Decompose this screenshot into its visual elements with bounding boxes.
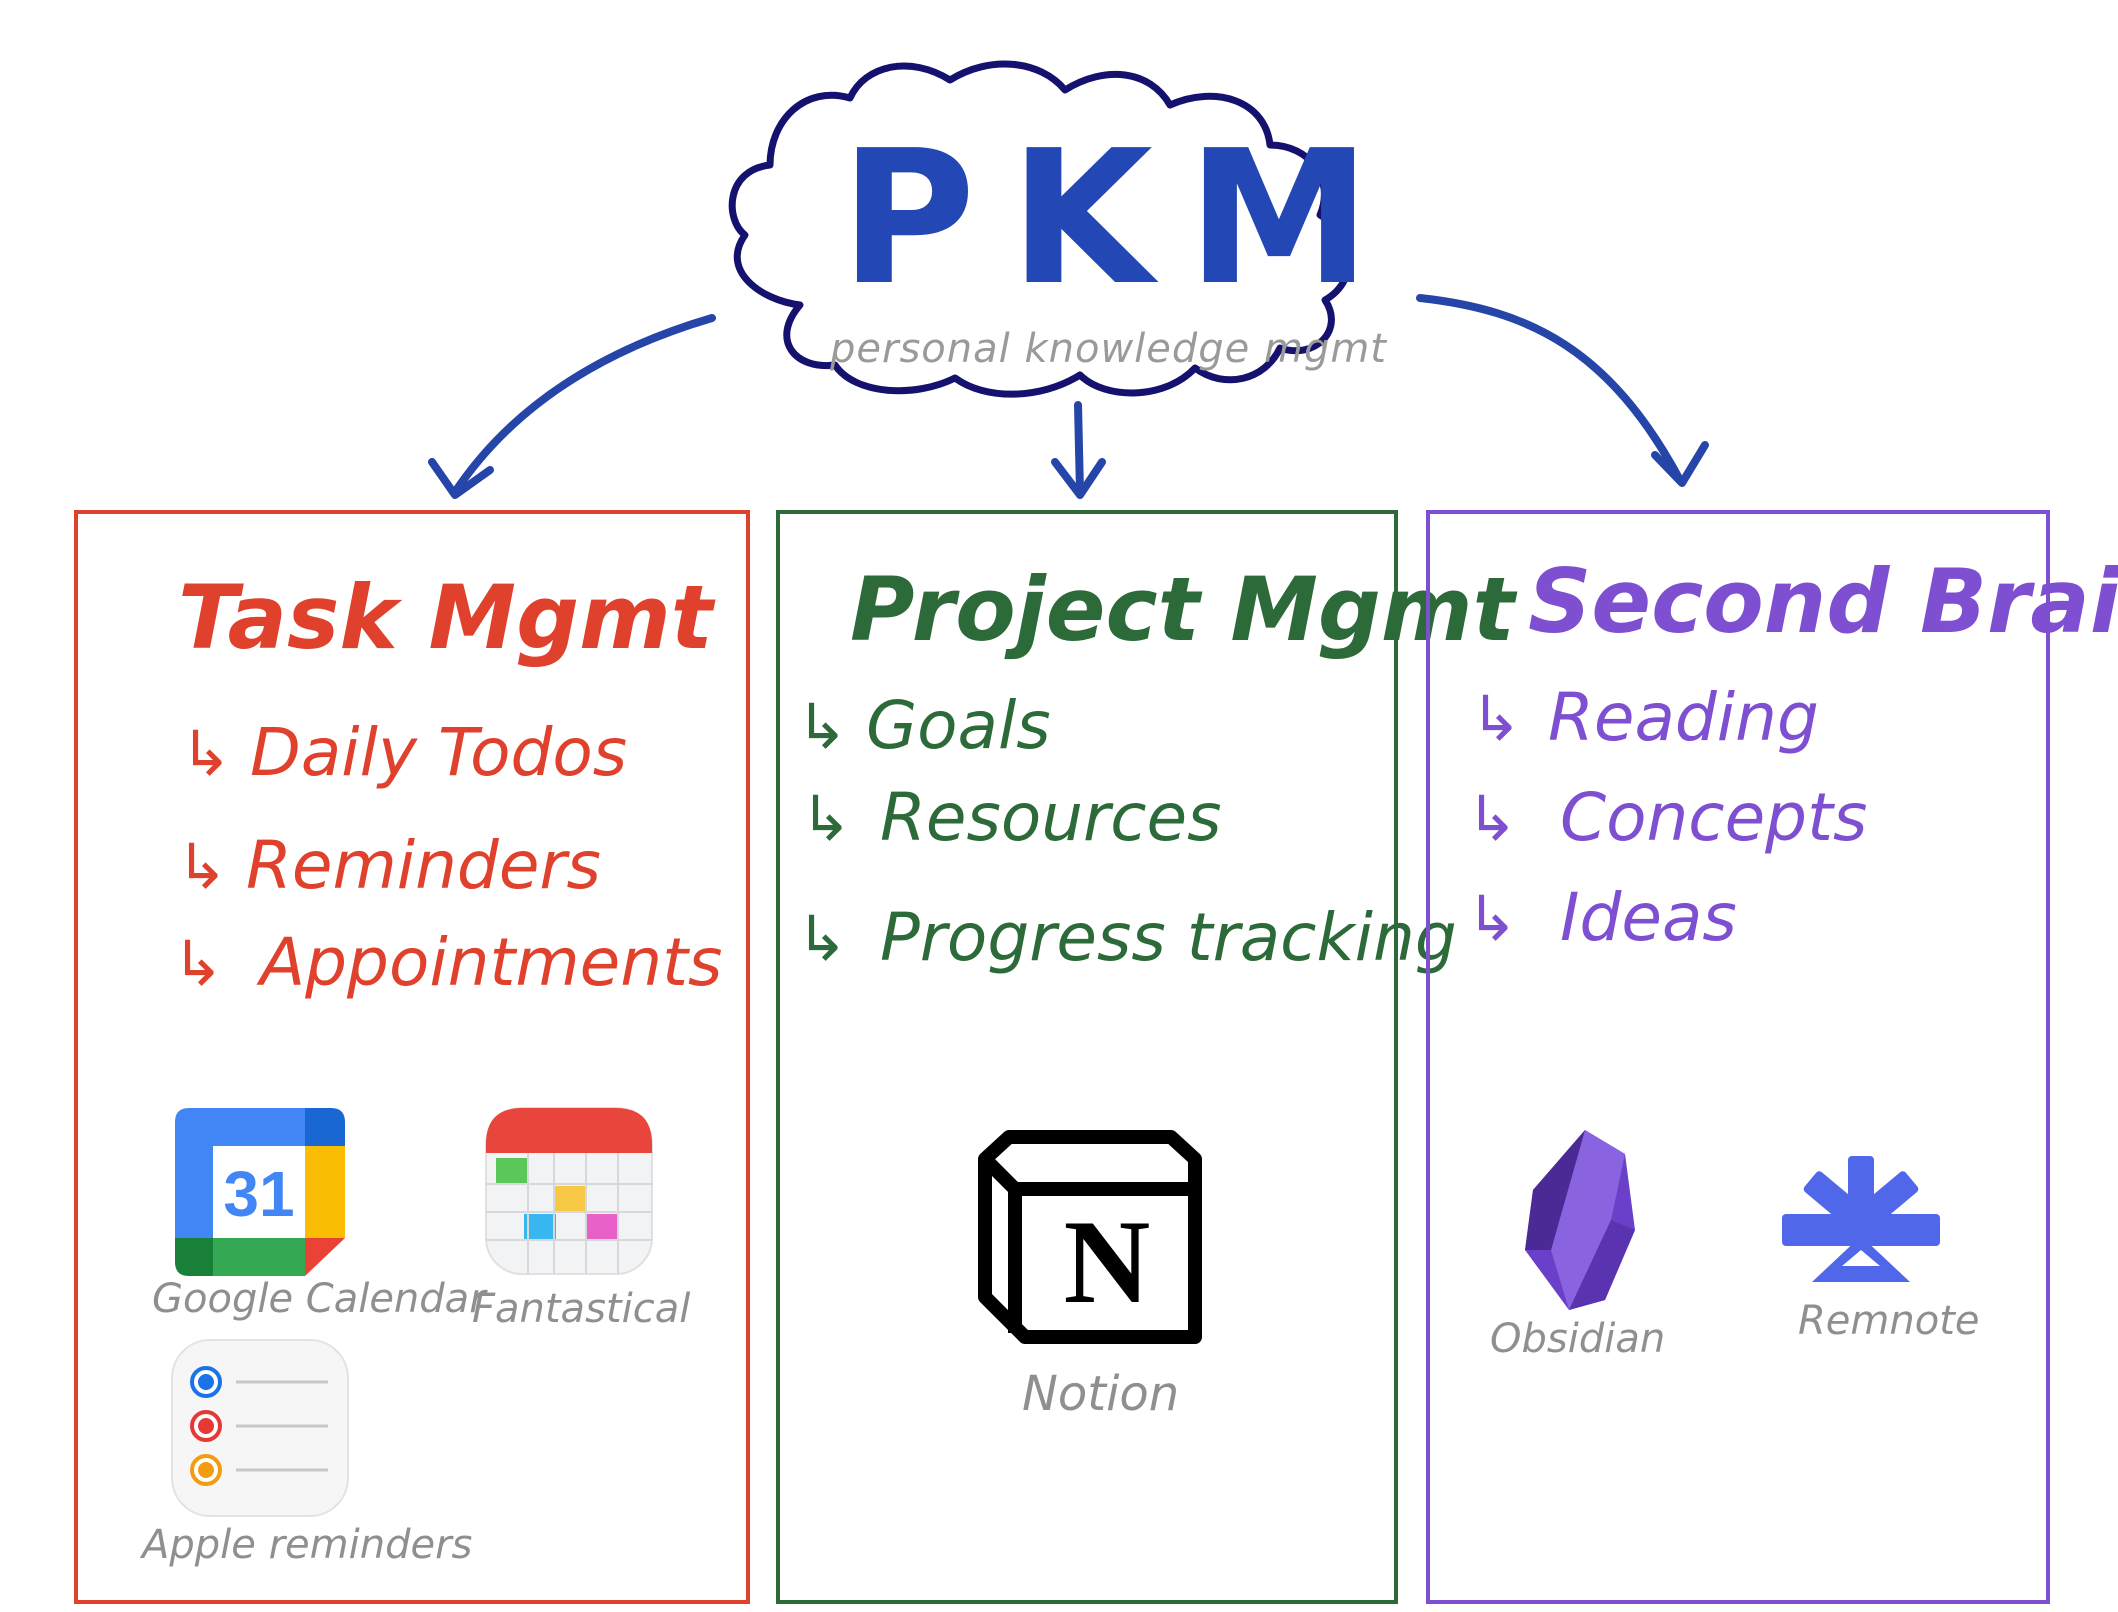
task-mgmt-title: Task Mgmt [178, 566, 716, 669]
item-arrow-icon: ↳ [1470, 682, 1522, 755]
item-arrow-icon: ↳ [800, 782, 852, 855]
google-calendar-label: Google Calendar [152, 1276, 488, 1322]
calendar-day: 31 [223, 1158, 294, 1230]
brain-item-ideas: ↳ Ideas [1466, 879, 1737, 956]
task-mgmt-panel: Task Mgmt ↳ Daily Todos ↳ Reminders ↳ Ap… [74, 510, 750, 1604]
item-arrow-icon: ↳ [796, 690, 848, 763]
project-item-resources: ↳ Resources [800, 779, 1221, 856]
notion-icon: N [978, 1130, 1202, 1344]
google-calendar-icon: 31 [175, 1108, 345, 1276]
project-item-goals: ↳ Goals [796, 687, 1051, 764]
remnote-icon [1782, 1156, 1940, 1282]
item-label: Ideas [1560, 879, 1737, 956]
task-mgmt-border [74, 510, 750, 1604]
item-arrow-icon: ↳ [180, 717, 232, 790]
project-mgmt-border [776, 510, 1398, 1604]
item-arrow-icon: ↳ [796, 902, 848, 975]
cloud-outline [728, 60, 1353, 398]
pkm-cloud: PKM personal knowledge mgmt [728, 60, 1405, 398]
pkm-title: PKM [840, 110, 1405, 326]
item-arrow-icon: ↳ [1466, 882, 1518, 955]
arrow-to-project-mgmt [1074, 401, 1084, 496]
arrow-to-second-brain [1416, 294, 1684, 484]
brain-item-reading: ↳ Reading [1470, 679, 1819, 756]
item-label: Concepts [1560, 779, 1867, 856]
notion-label: Notion [1022, 1366, 1179, 1422]
obsidian-icon [1525, 1130, 1635, 1310]
item-arrow-icon: ↳ [1466, 782, 1518, 855]
fantastical-label: Fantastical [472, 1286, 690, 1332]
arrowhead-project-mgmt [1051, 458, 1106, 499]
item-label: Reading [1548, 679, 1819, 756]
arrowhead-task-mgmt [428, 458, 494, 499]
arrows [428, 294, 1709, 499]
item-label: Appointments [256, 924, 722, 1001]
second-brain-title: Second Brain [1528, 550, 2118, 653]
apple-reminders-icon [171, 1339, 349, 1517]
project-mgmt-title: Project Mgmt [850, 558, 1518, 661]
item-label: Goals [866, 687, 1051, 764]
item-label: Reminders [246, 827, 601, 904]
item-arrow-icon: ↳ [172, 927, 224, 1000]
project-mgmt-panel: Project Mgmt ↳ Goals ↳ Resources ↳ Progr… [776, 510, 1518, 1604]
second-brain-panel: Second Brain ↳ Reading ↳ Concepts ↳ Idea… [1426, 510, 2118, 1604]
second-brain-border [1426, 510, 2050, 1604]
project-item-progress-tracking: ↳ Progress tracking [796, 899, 1457, 976]
task-item-appointments: ↳ Appointments [172, 924, 722, 1001]
brain-item-concepts: ↳ Concepts [1466, 779, 1867, 856]
task-item-daily-todos: ↳ Daily Todos [180, 714, 627, 791]
fantastical-icon [485, 1107, 653, 1275]
item-label: Daily Todos [250, 714, 627, 791]
apple-reminders-label: Apple reminders [139, 1522, 472, 1568]
pkm-subtitle: personal knowledge mgmt [829, 326, 1387, 372]
task-item-reminders: ↳ Reminders [176, 827, 601, 904]
arrowhead-second-brain [1651, 441, 1709, 487]
remnote-label: Remnote [1798, 1298, 1979, 1344]
item-label: Progress tracking [880, 899, 1457, 976]
arrow-to-task-mgmt [451, 314, 716, 496]
obsidian-label: Obsidian [1490, 1316, 1665, 1362]
item-arrow-icon: ↳ [176, 830, 228, 903]
notion-glyph: N [1064, 1195, 1151, 1328]
item-label: Resources [880, 779, 1221, 856]
